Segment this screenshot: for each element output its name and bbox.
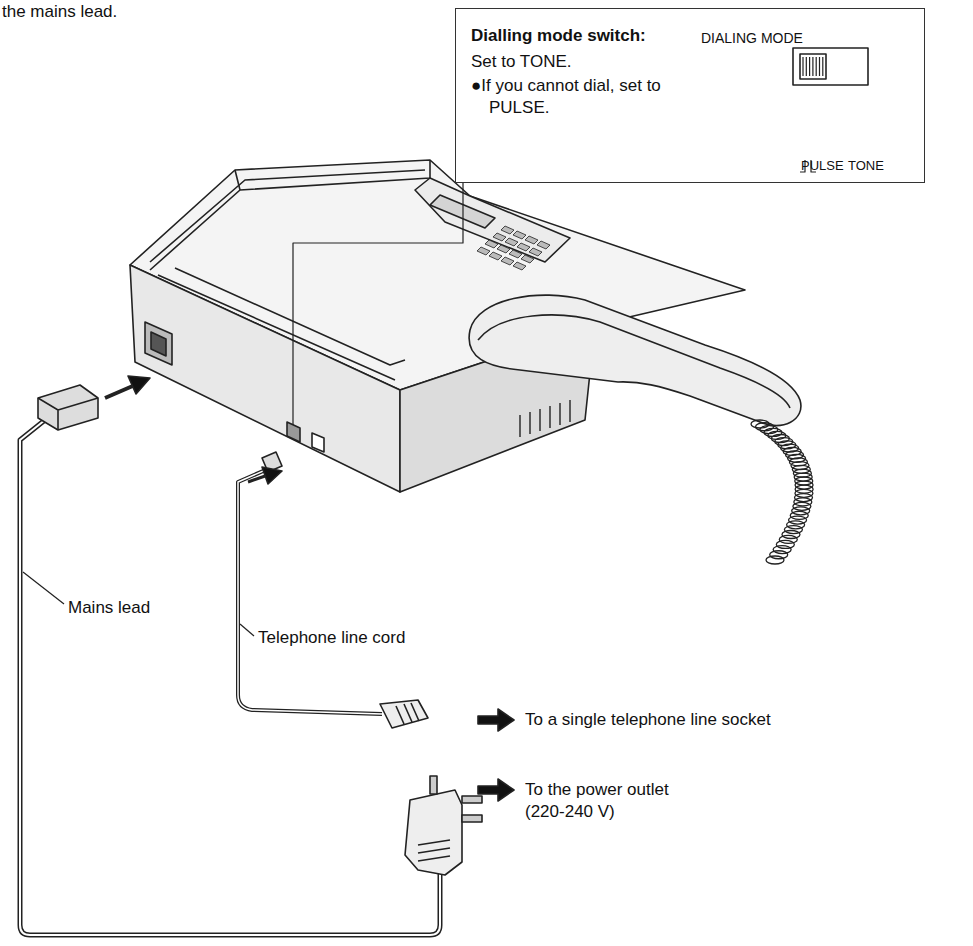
coiled-cord [770,551,788,559]
plug-pin [430,776,437,794]
coiled-cord [760,426,778,434]
plug-pin [462,815,482,822]
key [501,257,514,265]
paper-slot [150,170,425,380]
key [501,226,514,234]
coiled-cord [782,530,800,538]
power-inlet [145,322,172,365]
power-inlet-hole [151,332,166,356]
iec-connector [38,385,98,430]
coiled-cord [779,535,797,543]
caption-fragment: the mains lead. [2,1,117,23]
leader-line [240,624,254,636]
dialling-mode-switch [793,48,868,85]
insert-arrow [105,385,135,398]
switch-position: PULSE [801,155,844,177]
vent [519,415,520,437]
instruction: Set to TONE. [471,51,571,73]
key [489,252,502,260]
key [509,250,522,258]
vent [559,403,560,425]
coiled-cord [776,540,794,548]
part-label: Telephone line cord [258,627,405,649]
vent [549,406,550,428]
pointer-arrow [478,709,514,731]
plug-pin [462,796,482,803]
top-ridge [150,160,430,270]
mains-lead [20,420,440,935]
switch-hatch [822,57,823,76]
iec-detail [38,398,98,430]
plug-grip [418,840,450,861]
power-plug [405,790,462,875]
key [525,236,538,244]
insert-arrow-head [128,376,150,394]
telephone-plug [380,700,428,728]
fax-back-face [130,265,400,492]
key [529,248,542,256]
pointer-arrow [478,779,514,801]
switch-hatch [819,57,820,76]
switch-hatch [809,57,810,76]
key [477,247,490,255]
coiled-cord [751,420,769,428]
key [505,238,518,246]
callout-box: Dialling mode switch: Set to TONE.●If you… [455,8,925,183]
key [537,241,550,249]
switch-hatch [812,57,813,76]
key [493,233,506,241]
switch-hatch [802,57,803,76]
key [513,231,526,239]
control-panel [415,178,570,262]
key [513,262,526,270]
key [497,245,510,253]
handset-edge [478,315,790,408]
switch-slider [800,54,826,79]
switch-hatch [806,57,807,76]
coiled-cord [773,546,791,554]
cord-core [238,468,382,714]
telephone-line-cord [238,468,382,714]
vent [539,409,540,431]
key [485,240,498,248]
key [517,243,530,251]
coiled-cord [756,423,774,431]
vent [569,400,570,422]
part-label: Mains lead [68,597,150,619]
leader-line [23,572,64,604]
switch-hatch [816,57,817,76]
mains-lead-core [20,420,440,935]
coiled-cord [784,526,802,534]
handset [469,295,801,426]
leader-line [293,182,463,425]
vent [529,412,530,434]
note: ●If you cannot dial, set to PULSE. [471,75,714,119]
switch-position: TONE [848,155,884,177]
coiled-cord [766,556,784,564]
ext-jack [312,433,324,452]
key [521,255,534,263]
plug-ribs [396,703,419,724]
insert-arrow-head [262,467,282,484]
callout-heading: Dialling mode switch: [471,25,646,47]
switch-title: DIALING MODE [701,27,803,49]
destination-label: To a single telephone line socket [525,709,771,731]
destination-label: To the power outlet (220-240 V) [525,779,695,823]
